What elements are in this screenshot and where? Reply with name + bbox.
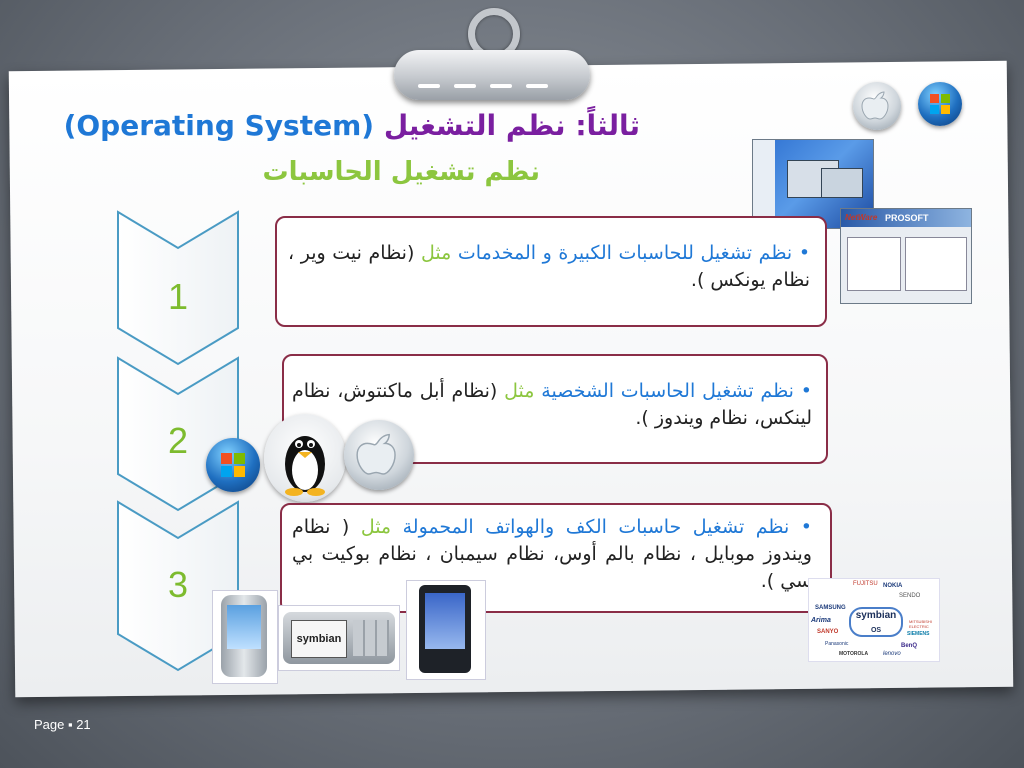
slide-title: ثالثاً: نظم التشغيل (Operating System) <box>64 106 640 146</box>
linux-tux-icon <box>264 414 346 502</box>
step-number-1: 1 <box>167 276 189 317</box>
symbian-os-partners-image: symbian OS FUJITSU NOKIA SAMSUNG Arima S… <box>808 578 940 662</box>
symbian-screen-label: symbian <box>291 620 347 658</box>
slide-subtitle: نظم تشغيل الحاسبات <box>262 157 540 187</box>
netware-brand: NetWare <box>845 213 878 222</box>
symbian-os-sub: OS <box>870 627 882 634</box>
item-box-1 <box>275 216 827 327</box>
apple-logo-icon <box>344 420 414 490</box>
apple-logo-icon <box>853 82 901 130</box>
prosoft-window-screenshot: NetWare PROSOFT <box>840 208 972 304</box>
windows-logo-icon <box>918 82 962 126</box>
symbian-phone-image: symbian <box>278 605 400 671</box>
prosoft-brand: PROSOFT <box>885 213 929 223</box>
symbian-os-label: symbian <box>855 610 897 621</box>
bullet-icon: • <box>798 242 811 264</box>
item-text-2: • نظم تشغيل الحاسبات الشخصية مثل (نظام أ… <box>292 380 812 429</box>
title-english: (Operating System) <box>63 109 375 142</box>
palm-device-image <box>406 580 486 680</box>
step-number-2: 2 <box>167 420 189 461</box>
item-text-3: • نظم تشغيل حاسبات الكف والهواتف المحمول… <box>292 516 812 592</box>
bullet-icon: • <box>800 380 812 402</box>
item-text-1: • نظم تشغيل للحاسبات الكبيرة و المخدمات … <box>288 242 811 291</box>
step-number-3: 3 <box>167 564 189 605</box>
page-number: Page ▪ 21 <box>34 717 91 732</box>
title-arabic: ثالثاً: نظم التشغيل <box>383 109 640 142</box>
paper-clip <box>394 50 590 100</box>
windows-mobile-phone-image <box>212 590 278 684</box>
windows-logo-icon <box>206 438 260 492</box>
item-box-3 <box>280 503 832 613</box>
bullet-icon: • <box>800 516 812 538</box>
chevron-step-1 <box>117 210 239 366</box>
